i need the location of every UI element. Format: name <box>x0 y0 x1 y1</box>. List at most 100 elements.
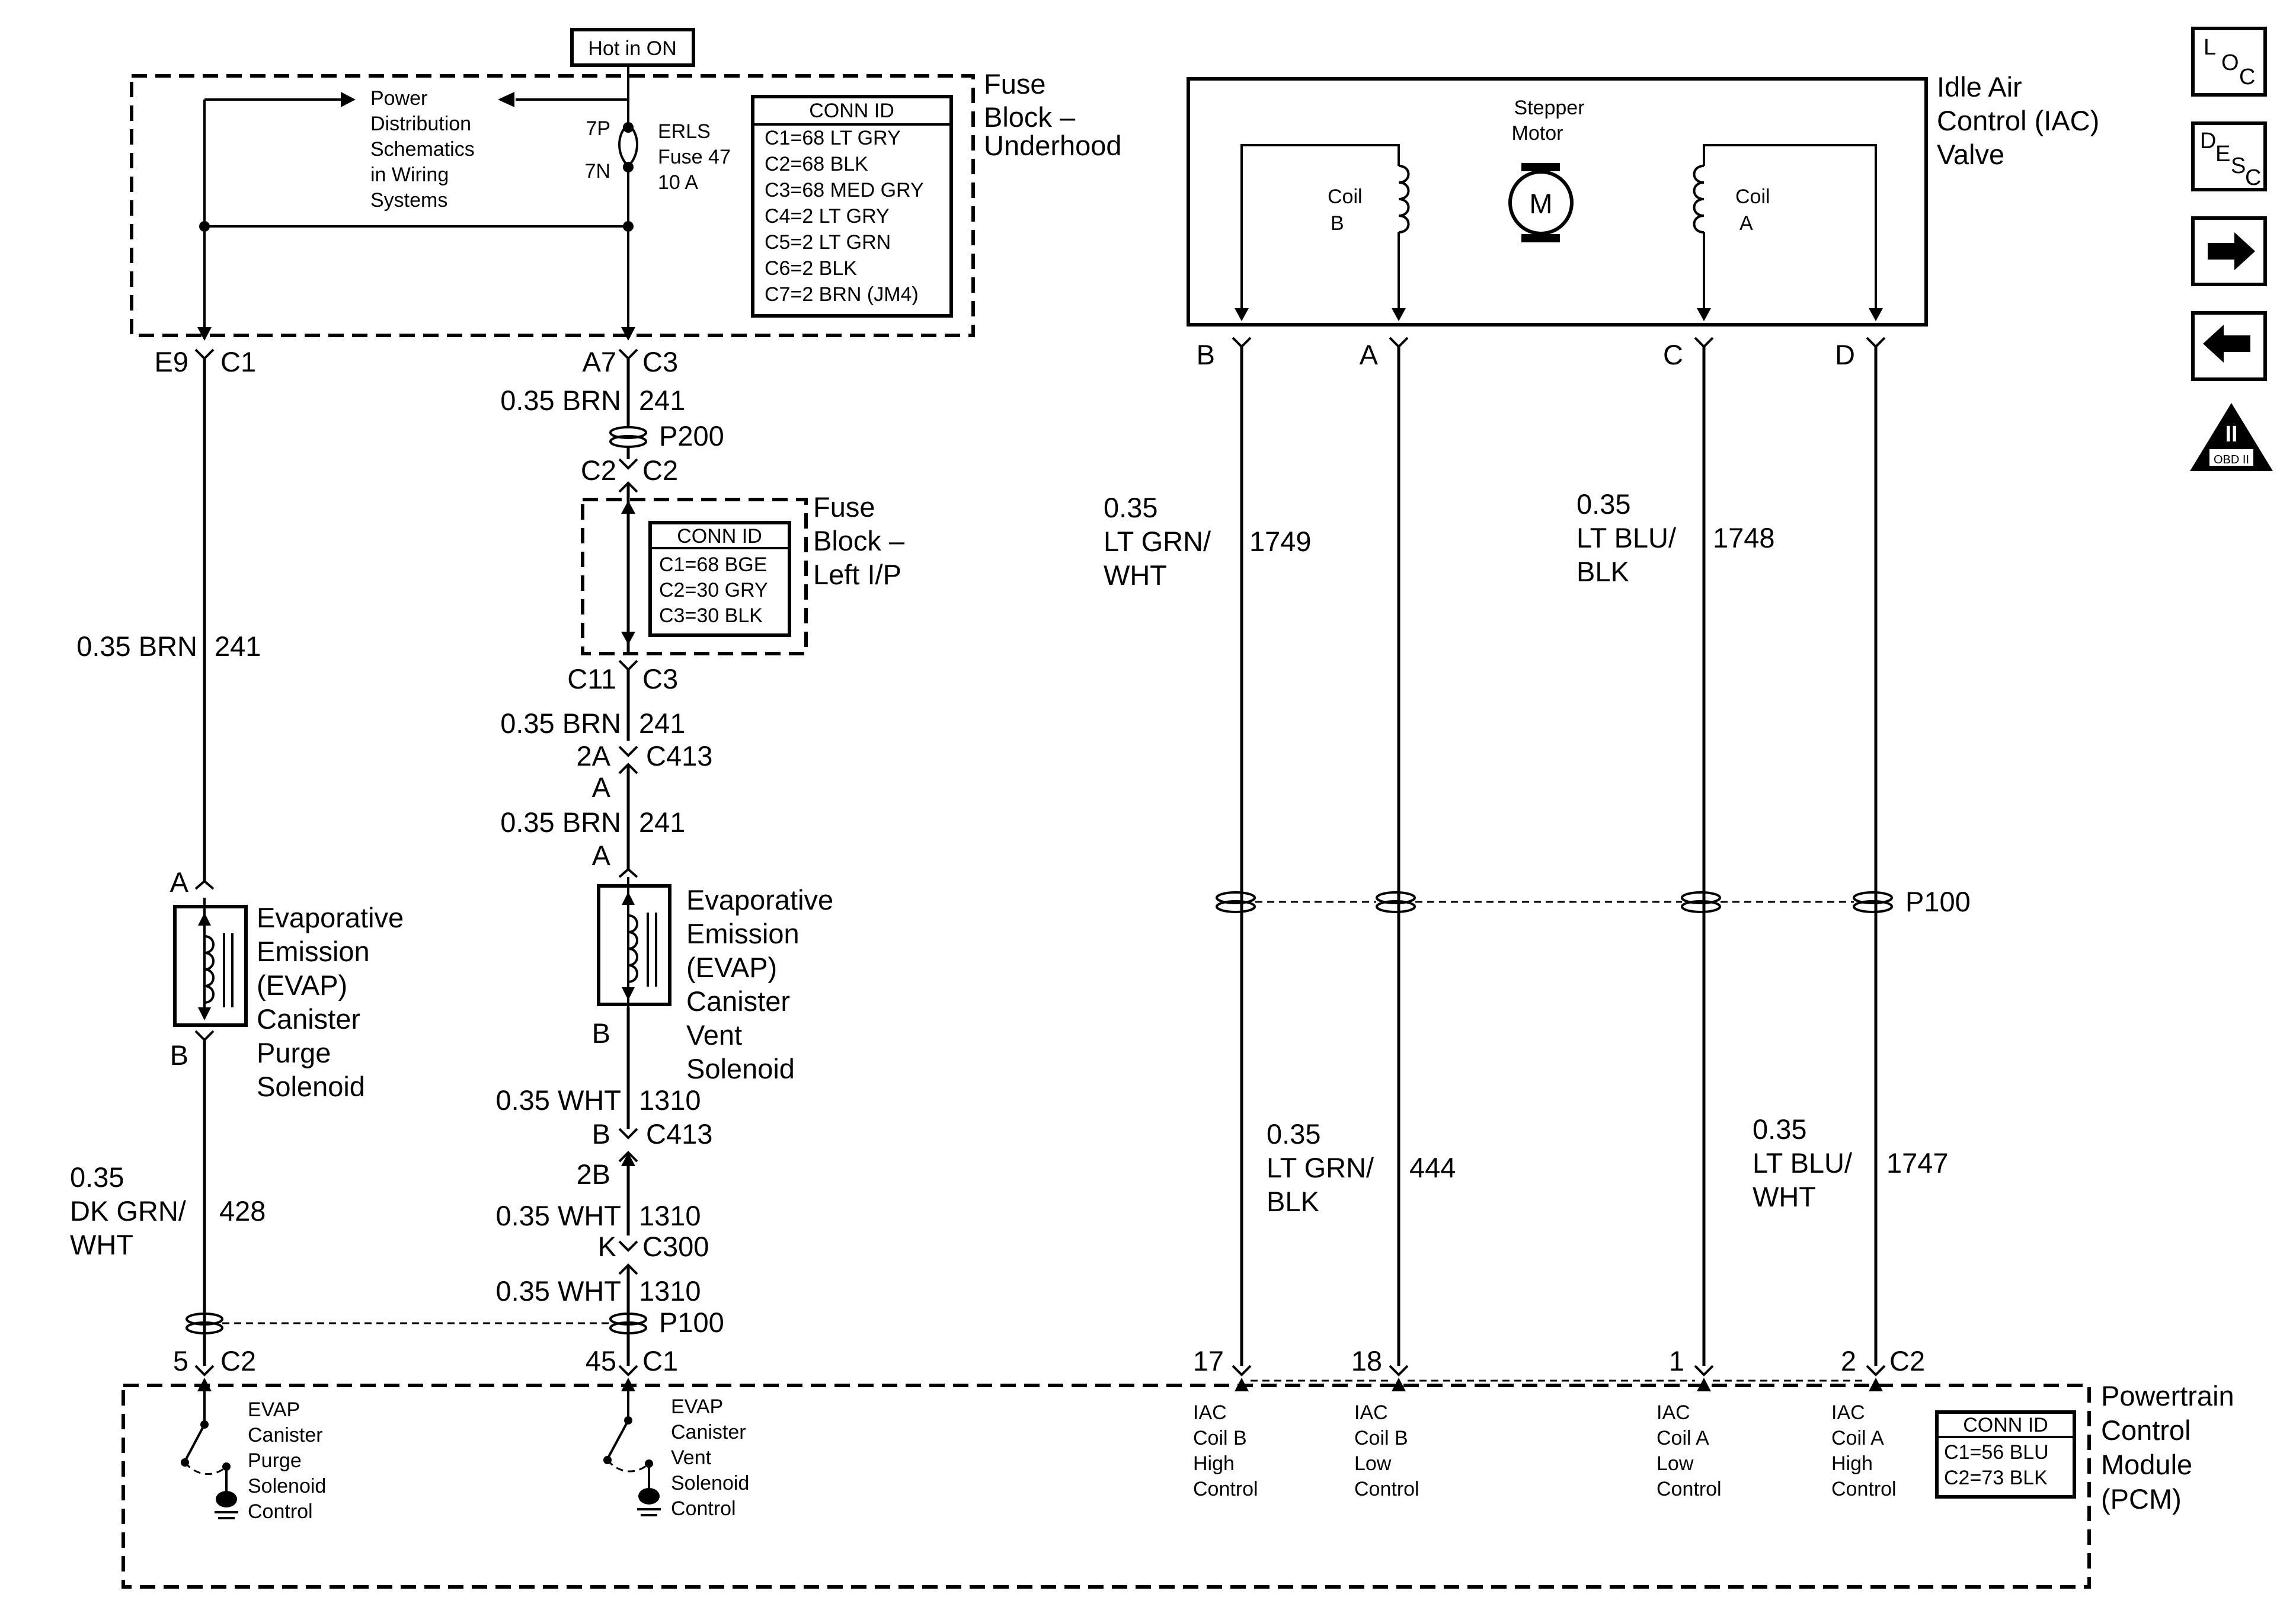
desc-icon[interactable]: D E S C <box>2191 121 2267 191</box>
vent-splice-p100: P100 <box>659 1307 724 1338</box>
w1747-line-1: 0.35 <box>1753 1113 1806 1145</box>
pds-text-3: Schematics <box>370 138 475 161</box>
vent-solenoid-symbol <box>597 884 671 1006</box>
vent-w3-size: 0.35 BRN <box>500 806 621 838</box>
stepper-text-2: Motor <box>1512 122 1563 145</box>
iac-title-3: Valve <box>1937 139 2004 170</box>
w444-line-3: BLK <box>1267 1186 1319 1217</box>
coil-a-text-1: Coil <box>1735 185 1770 208</box>
pds-text-5: Systems <box>370 189 447 212</box>
purge-name-6: Solenoid <box>257 1071 365 1102</box>
iac-ctrl-18-3: Low <box>1354 1452 1392 1475</box>
vent-b-c413-pin: B <box>592 1118 610 1150</box>
arrow-right-icon[interactable] <box>2191 216 2267 286</box>
w1747-line-3: WHT <box>1753 1181 1816 1212</box>
desc-letter-d: D <box>2200 129 2216 153</box>
iac-ctrl-1-1: IAC <box>1657 1401 1690 1424</box>
desc-letter-s: S <box>2231 153 2246 178</box>
left-ip-title-1: Fuse <box>813 491 875 523</box>
purge-driver-switch <box>181 1391 238 1519</box>
underhood-title-line-3: Underhood <box>984 130 1122 161</box>
vent-c413-pin: 2A <box>577 740 611 772</box>
w444-num: 444 <box>1409 1152 1456 1183</box>
iac-pcm-pin-1: 1 <box>1669 1345 1684 1377</box>
w1749-line-2: LT GRN/ <box>1104 526 1211 557</box>
vent-top-pin: A7 <box>583 346 617 377</box>
pcm-conn-row: C1=56 BLU <box>1944 1441 2049 1464</box>
underhood-conn-row: C3=68 MED GRY <box>765 179 924 201</box>
iac-splice-p100: P100 <box>1905 886 1971 917</box>
pds-text-1: Power <box>370 87 427 110</box>
purge-ctrl-1: EVAP <box>248 1398 300 1421</box>
vent-w1-num: 241 <box>639 385 685 416</box>
motor-icon: M <box>1508 163 1574 242</box>
underhood-title-line-2: Block – <box>984 101 1076 133</box>
purge-ctrl-2: Canister <box>248 1424 323 1446</box>
fuse-label-1: ERLS <box>658 120 711 143</box>
purge-ctrl-3: Purge <box>248 1449 302 1472</box>
left-ip-title-2: Block – <box>813 525 905 556</box>
underhood-conn-id-table: CONN ID C1=68 LT GRY C2=68 BLK C3=68 MED… <box>751 95 953 318</box>
vent-ctrl-5: Control <box>671 1497 736 1520</box>
iac-ctrl-1-4: Control <box>1657 1478 1722 1500</box>
vent-ctrl-2: Canister <box>671 1421 746 1443</box>
coil-a-symbol <box>1693 165 1705 233</box>
coil-b-text-1: Coil <box>1328 185 1363 208</box>
left-ip-conn-row: C3=30 BLK <box>659 604 763 627</box>
hot-in-on-label: Hot in ON <box>570 28 695 67</box>
pcm-conn-id-table: CONN ID C1=56 BLU C2=73 BLK <box>1935 1410 2076 1499</box>
vent-c11: C11 <box>567 663 616 694</box>
iac-ctrl-2-3: High <box>1831 1452 1873 1475</box>
left-ip-title-3: Left I/P <box>813 559 901 590</box>
iac-ctrl-1-3: Low <box>1657 1452 1694 1475</box>
stepper-text-1: Stepper <box>1514 97 1584 119</box>
pcm-title-4: (PCM) <box>2101 1483 2182 1515</box>
hot-in-on-text: Hot in ON <box>588 37 676 60</box>
iac-wiring: B A C D 0.35 LT GRN/ WHT 1749 0.35 LT BL… <box>1104 337 1971 1391</box>
vent-driver-switch <box>603 1391 661 1516</box>
coil-b-symbol <box>1398 165 1410 233</box>
w1749-line-1: 0.35 <box>1104 492 1157 523</box>
arrow-left-icon[interactable] <box>2191 311 2267 381</box>
pcm-conn-row: C2=73 BLK <box>1944 1467 2048 1489</box>
pcm-title-2: Control <box>2101 1414 2191 1446</box>
w1747-line-2: LT BLU/ <box>1753 1147 1853 1179</box>
vent-c300-pin: K <box>598 1231 616 1262</box>
iac-pcm-pin-2: 2 <box>1841 1345 1856 1377</box>
obd-text: OBD II <box>2214 453 2249 466</box>
iac-pin-a: A <box>1360 339 1379 370</box>
underhood-conn-row: C5=2 LT GRN <box>765 231 891 254</box>
vent-solenoid-circuit: A7 C3 0.35 BRN 241 P200 C2 C2 CONN ID C1… <box>495 327 905 1391</box>
iac-ctrl-18-2: Coil B <box>1354 1427 1408 1449</box>
underhood-conn-row: C4=2 LT GRY <box>765 205 890 228</box>
purge-wire2-line-3: WHT <box>70 1229 133 1260</box>
iac-ctrl-2-2: Coil A <box>1831 1427 1884 1449</box>
loc-letter-c: C <box>2239 65 2255 89</box>
vent-w5-size: 0.35 WHT <box>495 1200 621 1231</box>
iac-pin-d: D <box>1835 339 1855 370</box>
purge-pin-a: A <box>170 866 189 898</box>
vent-name-2: Emission <box>686 918 800 949</box>
fuse-pin-7p: 7P <box>586 117 610 140</box>
iac-ctrl-18-4: Control <box>1354 1478 1419 1500</box>
vent-c413: C413 <box>646 740 712 772</box>
vent-w4-size: 0.35 WHT <box>495 1084 621 1116</box>
loc-icon[interactable]: L O C <box>2191 27 2267 97</box>
powertrain-control-module: Powertrain Control Module (PCM) EVAP Can… <box>121 1380 2234 1589</box>
w444-line-1: 0.35 <box>1267 1118 1320 1150</box>
iac-pcm-pin-18: 18 <box>1351 1345 1382 1377</box>
motor-letter: M <box>1529 188 1552 219</box>
vent-w2-num: 241 <box>639 708 685 739</box>
iac-title-1: Idle Air <box>1937 71 2022 103</box>
obd-ii-icon[interactable]: II OBD II <box>2190 403 2273 471</box>
vent-ctrl-4: Solenoid <box>671 1472 749 1494</box>
purge-pcm-pin: 5 <box>173 1345 188 1377</box>
vent-pcm-conn: C1 <box>642 1345 678 1377</box>
fuse-block-left-ip: CONN ID C1=68 BGE C2=30 GRY C3=30 BLK Fu… <box>581 491 905 655</box>
purge-name-5: Purge <box>257 1037 331 1068</box>
coil-b-text-2: B <box>1331 212 1344 235</box>
vent-pin-2b: 2B <box>577 1158 611 1190</box>
loc-letter-o: O <box>2221 50 2239 75</box>
loc-letter-l: L <box>2204 35 2216 60</box>
w1747-num: 1747 <box>1886 1147 1949 1179</box>
